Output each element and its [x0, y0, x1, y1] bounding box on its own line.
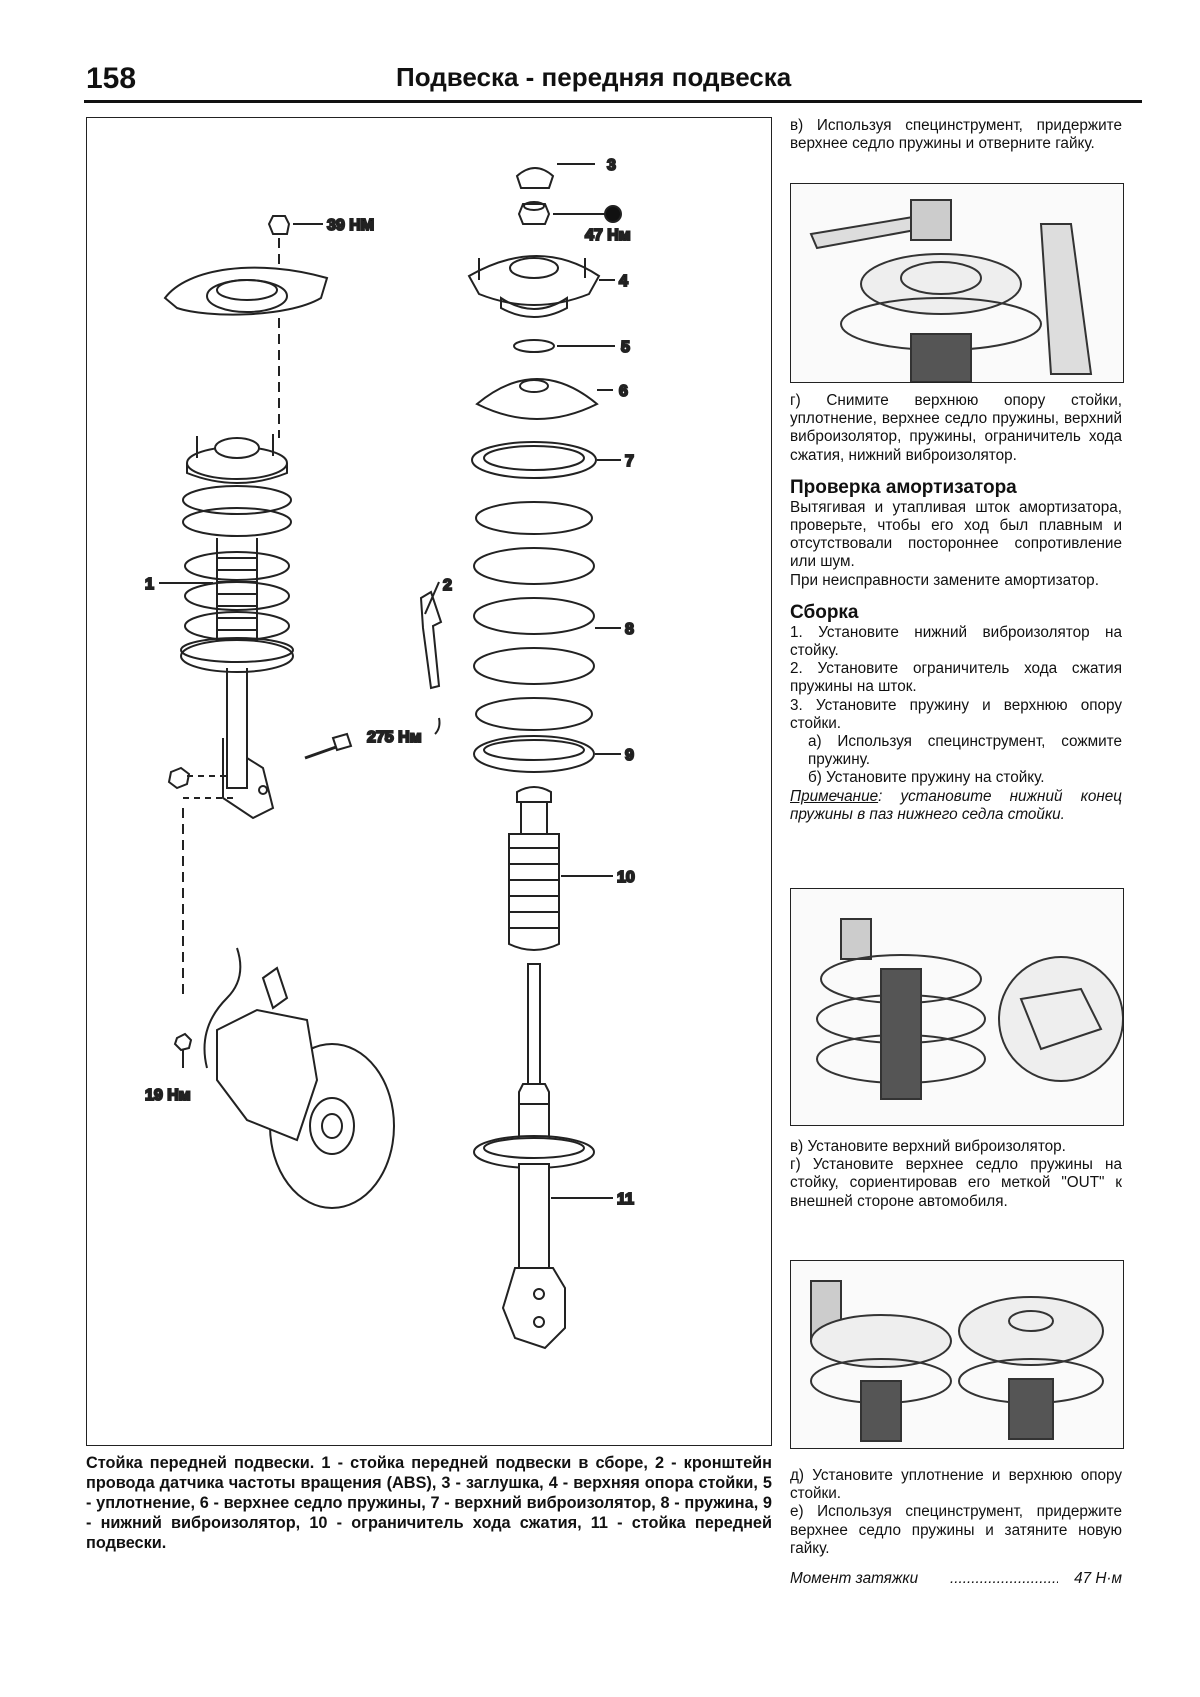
header-rule	[84, 100, 1142, 103]
torque-label-39: 39 НМ	[327, 217, 374, 234]
assembly-step-3a: а) Используя специнструмент, сожмите пру…	[808, 733, 1122, 769]
page-number: 158	[86, 62, 137, 95]
torque-label-19: 19 Нм	[145, 1087, 191, 1104]
photo-install-spring	[790, 888, 1124, 1126]
strut-nut-icon	[517, 201, 551, 225]
strut-body-icon	[473, 963, 595, 1350]
upper-mount-icon	[467, 255, 601, 318]
svg-text:2: 2	[443, 577, 452, 594]
heading-shock-check: Проверка амортизатора	[790, 476, 1017, 498]
svg-text:7: 7	[625, 453, 634, 470]
dust-cap-icon	[515, 167, 555, 189]
svg-text:4: 4	[619, 273, 628, 290]
svg-text:5: 5	[621, 339, 630, 356]
svg-text:10: 10	[617, 869, 635, 886]
figure-caption: Стойка передней подвески. 1 - стойка пер…	[86, 1454, 772, 1552]
assembly-note: Примечание: установите нижний конец пруж…	[790, 788, 1122, 824]
page-title: Подвеска - передняя подвеска	[396, 62, 792, 92]
check-paragraph-1: Вытягивая и утапливая шток амортизатора,…	[790, 498, 1122, 571]
svg-text:8: 8	[625, 621, 634, 638]
text-block-top: в) Используя специнструмент, придержите …	[790, 117, 1122, 153]
seal-icon	[513, 339, 555, 353]
torque-spec-dots: ........................................…	[950, 1570, 1058, 1587]
assembly-step-1: 1. Установите нижний виброизолятор на ст…	[790, 623, 1122, 660]
top-nut-icon	[267, 215, 323, 235]
torque-label-275: 275 Нм	[367, 729, 422, 746]
body-mount-tower	[163, 266, 329, 316]
lower-insulator-icon	[473, 735, 595, 773]
text-block-middle: г) Снимите верхнюю опору стойки, уплотне…	[790, 392, 1122, 824]
heading-assembly: Сборка	[790, 601, 859, 623]
svg-text:6: 6	[619, 383, 628, 400]
abs-bracket-icon	[419, 590, 443, 735]
photo-unscrew-nut	[790, 183, 1124, 383]
step-g2-text: г) Установите верхнее седло пружины на с…	[790, 1156, 1122, 1210]
step-v2-text: в) Установите верхний виброизолятор.	[790, 1138, 1066, 1155]
exploded-strut-diagram: 39 НМ 1 275 Нм 2	[86, 117, 772, 1446]
step-d-text: д) Установите уплотнение и верхнюю опору…	[790, 1467, 1122, 1503]
torque-label-47: 47 Нм	[585, 227, 631, 244]
assembly-step-3: 3. Установите пружину и верхнюю опору ст…	[790, 696, 1122, 732]
photo-upper-seat	[790, 1260, 1124, 1449]
check-paragraph-2: При неисправности замените амортизатор.	[790, 571, 1099, 589]
svg-text:11: 11	[617, 1191, 634, 1208]
assembly-step-3b: б) Установите пружину на стойку.	[808, 769, 1045, 787]
step-v1-text: в) Используя специнструмент, придержите …	[790, 117, 1122, 153]
text-block-lower: в) Установите верхний виброизолятор. г) …	[790, 1138, 1122, 1211]
upper-spring-seat-icon	[475, 378, 599, 420]
step-e-text: е) Используя специнструмент, придержите …	[790, 1503, 1122, 1557]
note-text: : установите нижний конец пружины в паз …	[790, 787, 1122, 823]
text-block-bottom: д) Установите уплотнение и верхнюю опору…	[790, 1467, 1122, 1558]
knuckle-bolt-icon	[304, 732, 353, 760]
bump-stop-icon	[508, 786, 560, 951]
torque-spec-value: 47 Н·м	[1074, 1570, 1122, 1587]
step-g1-text: г) Снимите верхнюю опору стойки, уплотне…	[790, 392, 1122, 464]
svg-text:9: 9	[625, 747, 634, 764]
svg-text:3: 3	[607, 157, 616, 174]
strut-assembly	[180, 434, 294, 820]
note-label: Примечание	[790, 787, 879, 805]
caliper-bolt-icon	[173, 1032, 193, 1068]
assembly-step-2: 2. Установите ограничитель хода сжатия п…	[790, 660, 1122, 696]
hub-brake-assembly	[203, 947, 395, 1209]
torque-spec-line: Момент затяжки .........................…	[790, 1570, 1122, 1588]
svg-text:1: 1	[145, 576, 154, 593]
torque-spec-label: Момент затяжки	[790, 1570, 919, 1587]
upper-insulator-icon	[471, 441, 597, 479]
coil-spring-icon	[473, 501, 595, 731]
